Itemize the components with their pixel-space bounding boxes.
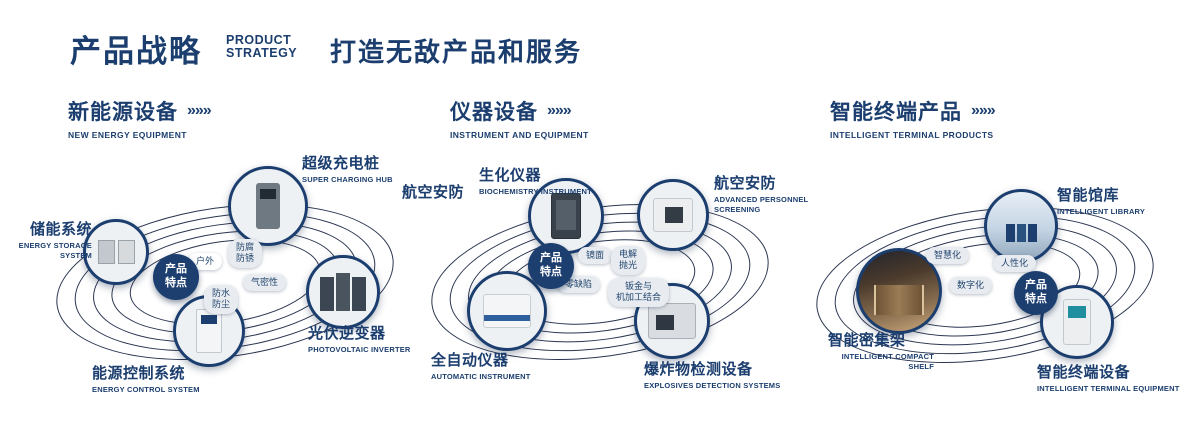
product-name-en: BIOCHEMISTRY INSTRUMENT [479, 187, 592, 196]
product-name-en: PHOTOVOLTAIC INVERTER [308, 345, 411, 354]
product-name-en: INTELLIGENT LIBRARY [1057, 207, 1146, 216]
product-label-intelligent-terminal: 智能终端设备 INTELLIGENT TERMINAL EQUIPMENT [1037, 361, 1180, 394]
automatic-instrument-illustration [483, 294, 531, 328]
charging-hub-photo [228, 166, 308, 246]
product-label-personnel-screening: 航空安防 ADVANCED PERSONNEL SCREENING [714, 172, 816, 215]
product-label-energy-storage: 储能系统 ENERGY STORAGE SYSTEM [14, 218, 92, 261]
page-title-en-line2: STRATEGY [226, 46, 298, 60]
section-heading-instruments: 仪器设备 »»» INSTRUMENT AND EQUIPMENT [450, 96, 589, 140]
product-name: 超级充电桩 [302, 155, 380, 172]
section-title: 新能源设备 [68, 101, 178, 124]
product-label-intelligent-compact-shelf: 智能密集架 INTELLIGENT COMPACT SHELF [828, 329, 934, 372]
product-name: 生化仪器 [479, 167, 542, 184]
product-name: 航空安防 [714, 175, 777, 192]
intelligent-terminal-illustration [1063, 299, 1091, 345]
product-name-en: EXPLOSIVES DETECTION SYSTEMS [644, 381, 781, 390]
feature-badge: 产品 特点 [153, 254, 199, 300]
product-label-automatic-instrument: 全自动仪器 AUTOMATIC INSTRUMENT [431, 349, 531, 382]
product-label-photovoltaic-inverter: 光伏逆变器 PHOTOVOLTAIC INVERTER [308, 322, 411, 355]
product-name-en: ENERGY CONTROL SYSTEM [92, 385, 200, 394]
page-tagline: 打造无敌产品和服务 [330, 37, 583, 67]
product-name: 爆炸物检测设备 [644, 361, 753, 378]
product-name: 智能馆库 [1057, 187, 1120, 204]
feature-tag: 钣金与 机加工结合 [608, 278, 670, 307]
page-title-en-line1: PRODUCT [226, 33, 292, 47]
product-label-energy-control: 能源控制系统 ENERGY CONTROL SYSTEM [92, 362, 200, 395]
section-subtitle: INSTRUMENT AND EQUIPMENT [450, 130, 589, 140]
section-title: 仪器设备 [450, 101, 538, 124]
section-subtitle: INTELLIGENT TERMINAL PRODUCTS [830, 130, 994, 140]
product-name: 储能系统 [29, 221, 92, 238]
automatic-instrument-photo [467, 271, 547, 351]
product-label-biochemistry-instrument: 生化仪器 BIOCHEMISTRY INSTRUMENT [479, 164, 592, 197]
personnel-screening-photo [637, 179, 709, 251]
feature-tag: 镜面 [578, 247, 613, 265]
product-name: 智能终端设备 [1037, 364, 1131, 381]
charging-hub-illustration [256, 183, 280, 229]
product-name: 光伏逆变器 [308, 325, 386, 342]
product-name: 能源控制系统 [92, 365, 186, 382]
intelligent-compact-shelf-illustration [874, 285, 924, 315]
intelligent-library-photo [984, 189, 1058, 263]
energy-storage-photo [83, 219, 149, 285]
feature-tag: 智慧化 [926, 247, 970, 265]
product-name-en: SUPER CHARGING HUB [302, 175, 393, 184]
intelligent-compact-shelf-photo [856, 248, 942, 334]
product-label-explosives-detection: 爆炸物检测设备 EXPLOSIVES DETECTION SYSTEMS [644, 358, 780, 391]
product-name-en: INTELLIGENT TERMINAL EQUIPMENT [1037, 384, 1180, 393]
triple-chevron-icon: »»» [971, 102, 996, 119]
feature-tag: 防水 防尘 [204, 285, 239, 314]
page-title: 产品战略 [70, 34, 202, 69]
feature-tag: 气密性 [243, 274, 287, 292]
product-label-charging-hub: 超级充电桩 SUPER CHARGING HUB [302, 152, 393, 185]
triple-chevron-icon: »»» [187, 102, 212, 119]
biochemistry-instrument-illustration [551, 193, 581, 239]
feature-tag: 电解 抛光 [611, 246, 646, 275]
product-name-en: INTELLIGENT COMPACT SHELF [841, 352, 934, 372]
product-name-en: ENERGY STORAGE SYSTEM [18, 241, 92, 261]
section-subtitle: NEW ENERGY EQUIPMENT [68, 130, 187, 140]
photovoltaic-inverter-illustration [320, 273, 366, 311]
energy-storage-illustration [97, 240, 135, 264]
feature-tag: 数字化 [949, 277, 993, 295]
section-heading-new-energy: 新能源设备 »»» NEW ENERGY EQUIPMENT [68, 96, 212, 140]
product-name-en: ADVANCED PERSONNEL SCREENING [714, 195, 809, 215]
product-name: 全自动仪器 [431, 352, 509, 369]
section-title: 智能终端产品 [830, 101, 962, 124]
product-name-en: AUTOMATIC INSTRUMENT [431, 372, 531, 381]
section-heading-intelligent-terminal: 智能终端产品 »»» INTELLIGENT TERMINAL PRODUCTS [830, 96, 996, 140]
photovoltaic-inverter-photo [306, 255, 380, 329]
triple-chevron-icon: »»» [547, 102, 572, 119]
product-label-intelligent-library: 智能馆库 INTELLIGENT LIBRARY [1057, 184, 1145, 217]
feature-badge: 产品 特点 [528, 243, 574, 289]
side-label-aviation-security: 航空安防 [402, 184, 465, 201]
feature-badge: 产品 特点 [1014, 271, 1058, 315]
personnel-screening-illustration [653, 198, 693, 232]
energy-control-illustration [196, 309, 222, 353]
feature-tag: 人性化 [993, 255, 1037, 273]
intelligent-library-illustration [1005, 224, 1037, 242]
explosives-detection-illustration [648, 303, 696, 339]
feature-tag: 防腐 防锈 [228, 239, 263, 268]
product-name: 智能密集架 [828, 332, 906, 349]
page-title-en: PRODUCT STRATEGY [226, 34, 297, 60]
